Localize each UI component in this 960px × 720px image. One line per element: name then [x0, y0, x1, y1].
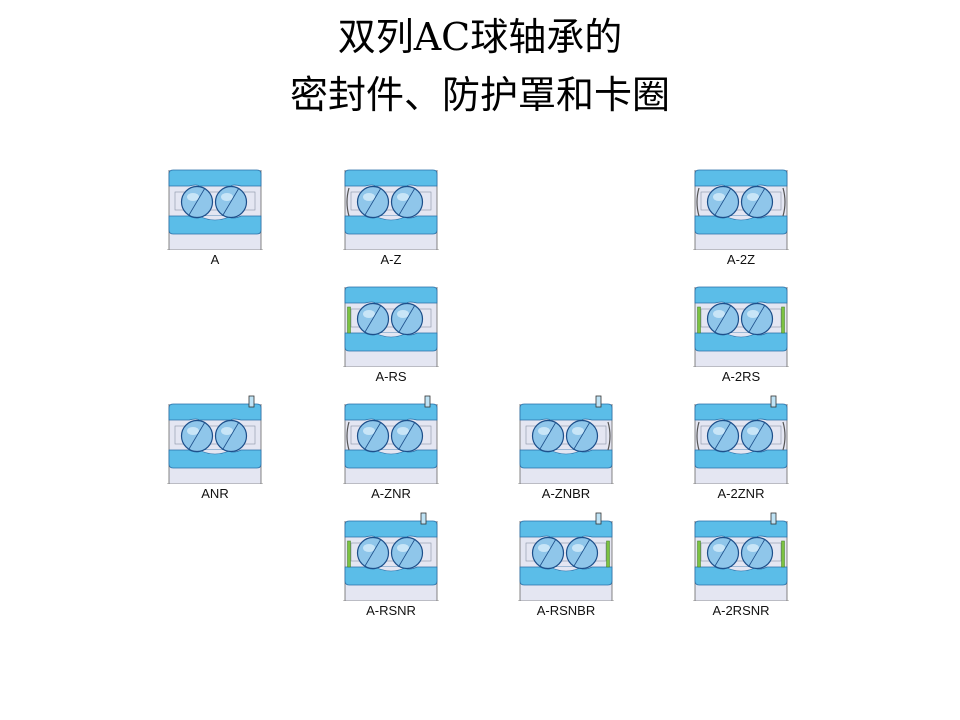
bearing-a-2rs: A-2RS [686, 277, 796, 397]
bearing-a-2z: A-2Z [686, 160, 796, 280]
shield-mark [782, 187, 786, 217]
snap-ring-mark [770, 512, 777, 525]
bearing-a: A [160, 160, 270, 280]
bearing-a-rsnr: A-RSNR [336, 511, 446, 631]
ball-icon [740, 536, 774, 570]
shield-mark [607, 421, 611, 451]
bearing-designation-label: A-2ZNR [717, 486, 765, 501]
bearing-designation-label: A-2RSNR [712, 603, 770, 618]
bearing-a-rsnbr: A-RSNBR [511, 511, 621, 631]
bearing-cross-section-icon [693, 286, 789, 367]
bearing-cross-section-icon [518, 395, 614, 484]
seal-mark [781, 306, 785, 334]
ball-icon [390, 185, 424, 219]
ball-icon [214, 419, 248, 453]
shield-mark [782, 421, 786, 451]
bearing-a-rs: A-RS [336, 277, 446, 397]
bearing-designation-label: A-RSNR [366, 603, 416, 618]
bearing-cross-section-icon [518, 512, 614, 601]
ball-icon [390, 536, 424, 570]
ball-icon [740, 302, 774, 336]
ball-icon [706, 185, 740, 219]
ball-icon [214, 185, 248, 219]
seal-mark [781, 540, 785, 568]
ball-icon [531, 419, 565, 453]
ball-icon [706, 302, 740, 336]
ball-icon [356, 419, 390, 453]
snap-ring-mark [595, 395, 602, 408]
bearing-designation-label: A-ZNBR [541, 486, 591, 501]
bearing-anr: ANR [160, 394, 270, 514]
bearing-a-2znr: A-2ZNR [686, 394, 796, 514]
bearing-a-znbr: A-ZNBR [511, 394, 621, 514]
bearing-a-2rsnr: A-2RSNR [686, 511, 796, 631]
ball-icon [356, 185, 390, 219]
seal-mark [697, 306, 701, 334]
bearing-designation-label: A-RSNBR [536, 603, 596, 618]
ball-icon [706, 419, 740, 453]
bearing-cross-section-icon [167, 169, 263, 250]
snap-ring-mark [424, 395, 431, 408]
seal-mark [606, 540, 610, 568]
bearing-a-z: A-Z [336, 160, 446, 280]
bearing-designation-label: A-RS [375, 369, 407, 384]
slide-title-line-1: 双列AC球轴承的 [337, 15, 623, 59]
bearing-cross-section-icon [693, 169, 789, 250]
bearing-cross-section-icon [343, 286, 439, 367]
snap-ring-mark [770, 395, 777, 408]
ball-icon [531, 536, 565, 570]
shield-mark [346, 421, 350, 451]
snap-ring-mark [420, 512, 427, 525]
ball-icon [706, 536, 740, 570]
shield-mark [696, 421, 700, 451]
bearing-designation-label: A-2RS [721, 369, 761, 384]
bearing-designation-label: A-2Z [726, 252, 756, 267]
ball-icon [740, 419, 774, 453]
bearing-cross-section-icon [167, 395, 263, 484]
seal-mark [347, 540, 351, 568]
ball-icon [565, 419, 599, 453]
bearing-a-znr: A-ZNR [336, 394, 446, 514]
bearing-cross-section-icon [343, 395, 439, 484]
seal-mark [347, 306, 351, 334]
bearing-cross-section-icon [343, 169, 439, 250]
bearing-designation-label: A-Z [380, 252, 402, 267]
bearing-cross-section-icon [693, 395, 789, 484]
shield-mark [346, 187, 350, 217]
bearing-designation-label: A [210, 252, 220, 267]
ball-icon [390, 419, 424, 453]
shield-mark [696, 187, 700, 217]
bearing-designation-label: A-ZNR [371, 486, 411, 501]
bearing-cross-section-icon [343, 512, 439, 601]
ball-icon [180, 419, 214, 453]
seal-mark [697, 540, 701, 568]
bearing-cross-section-icon [693, 512, 789, 601]
ball-icon [390, 302, 424, 336]
ball-icon [180, 185, 214, 219]
ball-icon [356, 536, 390, 570]
ball-icon [356, 302, 390, 336]
ball-icon [565, 536, 599, 570]
snap-ring-mark [595, 512, 602, 525]
bearing-designation-label: ANR [201, 486, 229, 501]
snap-ring-mark [248, 395, 255, 408]
slide-title-line-2: 密封件、防护罩和卡圈 [289, 73, 670, 117]
ball-icon [740, 185, 774, 219]
